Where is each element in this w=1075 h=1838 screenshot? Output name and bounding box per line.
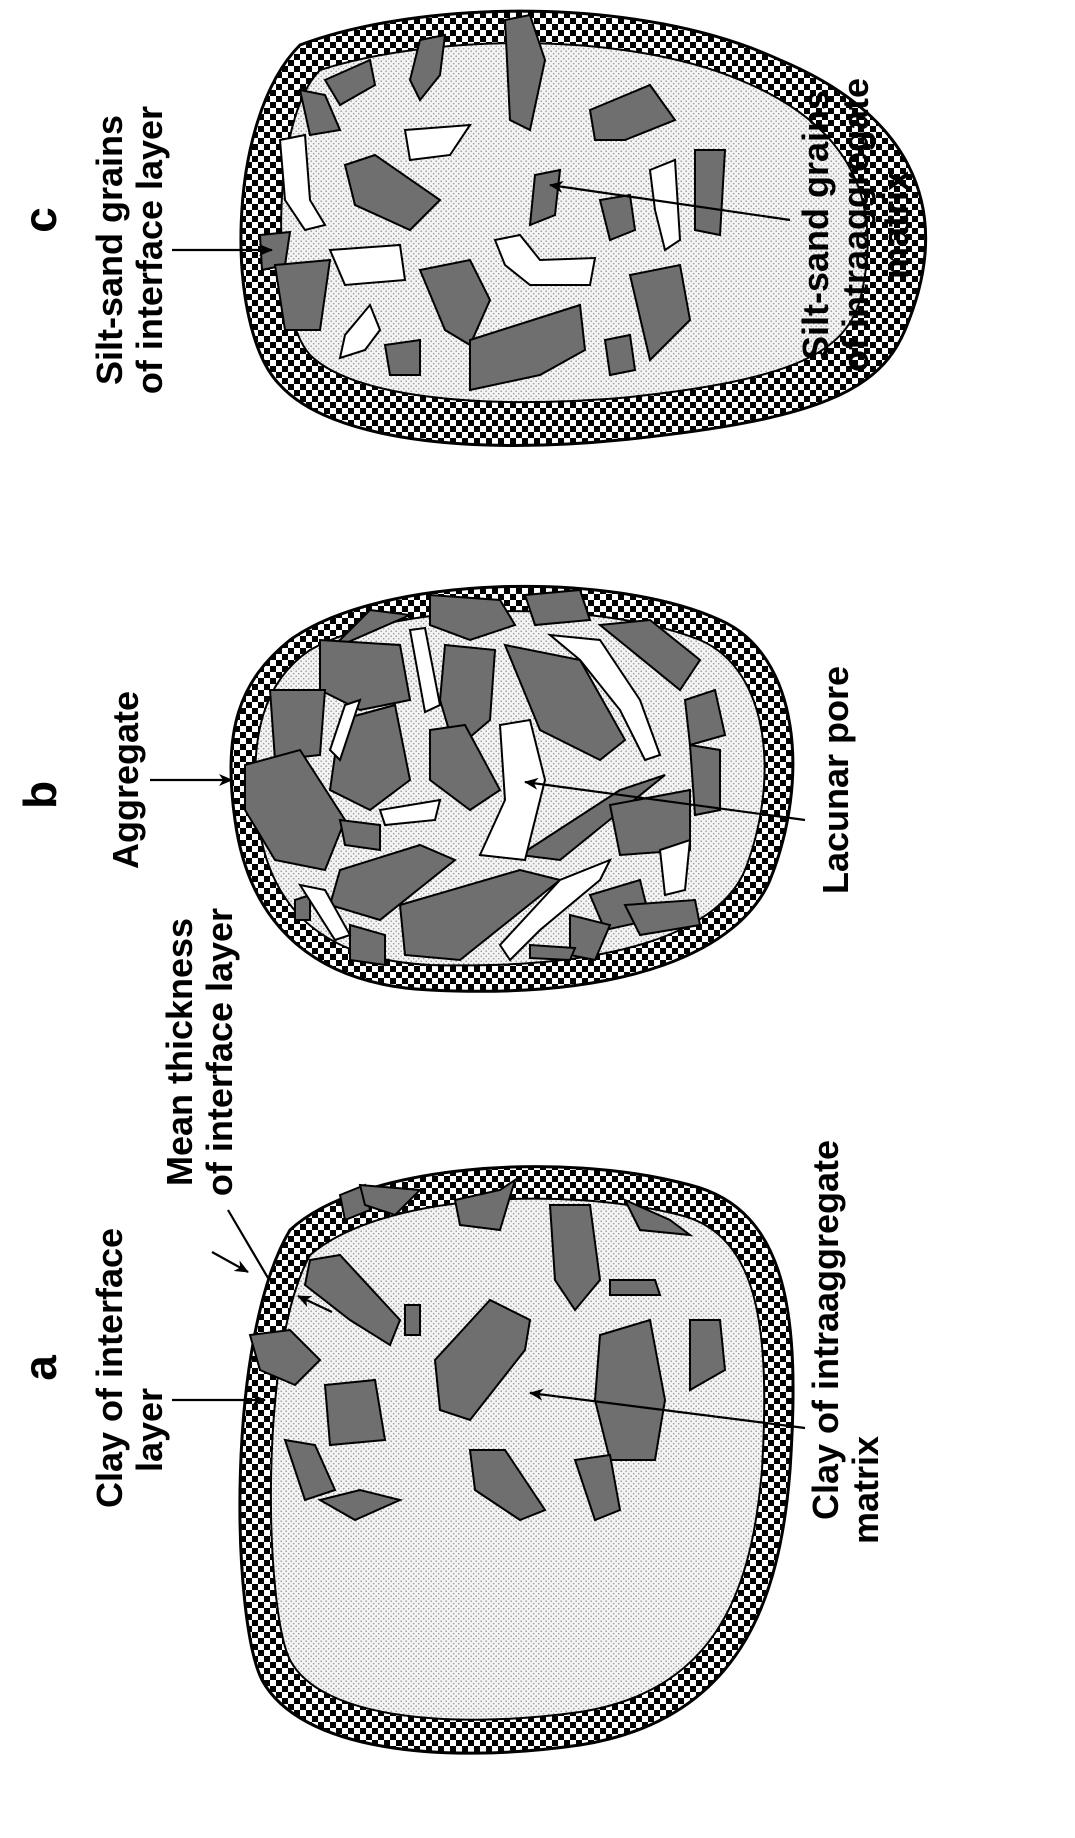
- label-silt-sand-intra-3: matrix: [875, 171, 916, 279]
- panel-a: a Clay of interface layer Mean thickness…: [14, 908, 886, 1753]
- arrow-thickness-outer: [212, 1252, 248, 1272]
- label-clay-interface-1: Clay of interface: [89, 1228, 130, 1508]
- label-silt-sand-intra-2: of intraaggregate: [835, 78, 876, 372]
- panel-b: b Aggregate Lacunar pore: [14, 586, 856, 991]
- label-aggregate: Aggregate: [105, 691, 146, 869]
- panel-letter-b: b: [14, 781, 66, 809]
- label-lacunar-pore: Lacunar pore: [815, 666, 856, 894]
- panel-c: c Silt-sand grains of interface layer Si…: [14, 11, 926, 445]
- label-silt-sand-interface-1: Silt-sand grains: [89, 115, 130, 385]
- label-mean-thickness-2: of interface layer: [199, 908, 240, 1196]
- label-clay-intra-2: matrix: [845, 1436, 886, 1544]
- panel-letter-a: a: [14, 1355, 66, 1381]
- panel-letter-c: c: [14, 207, 66, 233]
- label-mean-thickness-1: Mean thickness: [159, 918, 200, 1186]
- label-silt-sand-intra-1: Silt-sand grains: [795, 90, 836, 360]
- thickness-leader-line: [228, 1210, 268, 1278]
- label-clay-interface-2: layer: [129, 1388, 170, 1472]
- label-silt-sand-interface-2: of interface layer: [129, 106, 170, 394]
- label-clay-intra-1: Clay of intraaggregate: [805, 1140, 846, 1520]
